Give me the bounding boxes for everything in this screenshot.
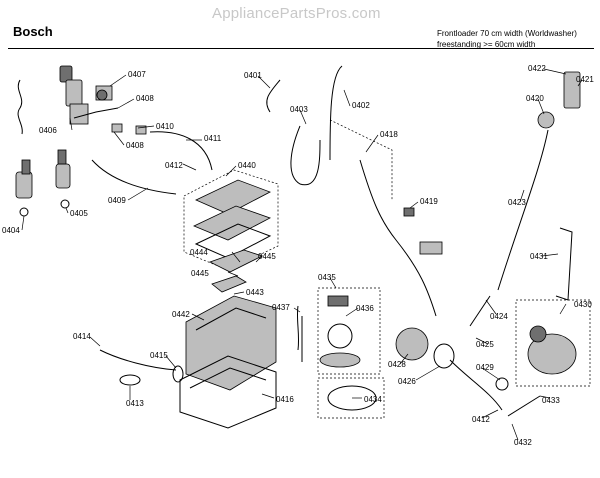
header-divider: [8, 48, 594, 49]
door-lock-drawing: [497, 71, 581, 301]
part-label: 0429: [476, 363, 494, 372]
model-description: Frontloader 70 cm width (Worldwasher) fr…: [437, 28, 577, 50]
part-label: 0432: [514, 438, 532, 447]
detergent-drawer-drawing: [183, 169, 279, 293]
part-label: 0410: [156, 122, 174, 131]
part-label: 0412: [472, 415, 490, 424]
part-label: 0402: [352, 101, 370, 110]
valve-assembly-drawing: [17, 65, 147, 135]
part-label: 0442: [172, 310, 190, 319]
brand-title: Bosch: [13, 24, 53, 39]
part-label: 0415: [150, 351, 168, 360]
part-label: 0416: [276, 395, 294, 404]
tub-hose-drawing: [266, 65, 443, 317]
part-label: 0428: [388, 360, 406, 369]
part-label: 0445: [191, 269, 209, 278]
door-strap-drawing: [296, 305, 300, 351]
part-label: 0412: [165, 161, 183, 170]
part-label: 0433: [542, 396, 560, 405]
part-label: 0426: [398, 377, 416, 386]
part-label: 0419: [420, 197, 438, 206]
part-label: 0443: [246, 288, 264, 297]
part-label: 0422: [528, 64, 546, 73]
part-label: 0418: [380, 130, 398, 139]
part-label: 0440: [238, 161, 256, 170]
part-label: 0445: [258, 252, 276, 261]
pump-assembly-drawing: [395, 295, 591, 417]
part-label: 0407: [128, 70, 146, 79]
part-label: 0406: [39, 126, 57, 135]
part-labels: 0407 0408 0410 0411 0406 0408 0412 0440 …: [2, 64, 594, 447]
part-label: 0405: [70, 209, 88, 218]
part-label: 0431: [530, 252, 548, 261]
part-label: 0444: [190, 248, 208, 257]
part-label: 0420: [526, 94, 544, 103]
part-label: 0421: [576, 75, 594, 84]
drawer-housing-drawing: [179, 295, 277, 429]
part-label: 0435: [318, 273, 336, 282]
part-label: 0413: [126, 399, 144, 408]
part-label: 0423: [508, 198, 526, 207]
watermark: AppliancePartsPros.com: [212, 5, 381, 22]
part-label: 0401: [244, 71, 262, 80]
part-label: 0408: [126, 141, 144, 150]
part-label: 0414: [73, 332, 91, 341]
part-label: 0437: [272, 303, 290, 312]
description-line-1: Frontloader 70 cm width (Worldwasher): [437, 29, 577, 38]
heater-element-drawing: [301, 287, 385, 419]
part-label: 0425: [476, 340, 494, 349]
part-label: 0404: [2, 226, 20, 235]
leader-lines: [21, 68, 583, 441]
part-label: 0430: [574, 300, 592, 309]
part-label: 0409: [108, 196, 126, 205]
part-label: 0436: [356, 304, 374, 313]
part-label: 0434: [364, 395, 382, 404]
description-line-2: freestanding >= 60cm width: [437, 40, 536, 49]
part-label: 0408: [136, 94, 154, 103]
part-label: 0411: [204, 134, 222, 143]
part-label: 0424: [490, 312, 508, 321]
part-label: 0403: [290, 105, 308, 114]
drain-hose-drawing: [99, 349, 184, 386]
